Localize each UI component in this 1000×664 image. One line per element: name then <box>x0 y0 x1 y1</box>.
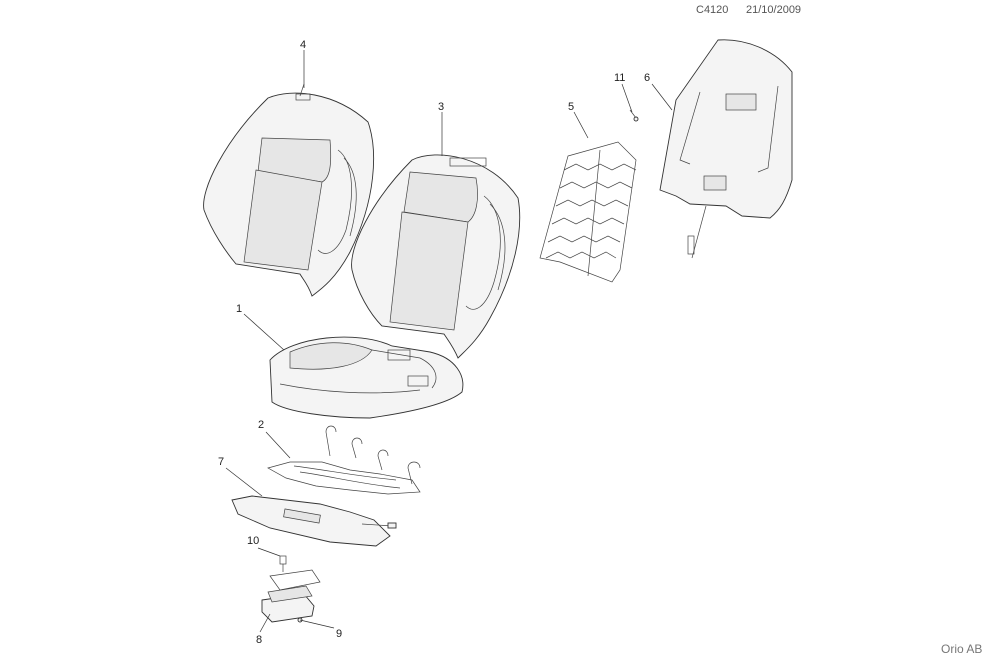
callout-2: 2 <box>258 419 264 431</box>
callout-7: 7 <box>218 456 224 468</box>
part-5-spring-mat[interactable] <box>539 141 637 283</box>
part-10-bolt[interactable] <box>279 555 287 572</box>
part-4-backrest-cover[interactable] <box>203 83 375 297</box>
part-1-seat-cushion[interactable] <box>269 336 464 419</box>
part-7-heating-pad[interactable] <box>231 495 397 547</box>
diagram-code: C4120 <box>696 4 729 16</box>
part-3-backrest[interactable] <box>351 154 521 359</box>
callout-5: 5 <box>568 101 574 113</box>
callout-4: 4 <box>300 39 306 51</box>
callout-8: 8 <box>256 634 262 646</box>
diagram-date: 21/10/2009 <box>746 4 802 16</box>
callout-10: 10 <box>247 535 259 547</box>
callout-6: 6 <box>644 72 650 84</box>
callout-1: 1 <box>236 303 242 315</box>
brand-footer: Orio AB <box>941 642 983 656</box>
callout-11: 11 <box>614 72 625 84</box>
part-2-seat-wiring[interactable] <box>267 425 421 495</box>
part-6-backrest-pad[interactable] <box>659 39 793 259</box>
part-11-screw[interactable] <box>629 109 639 122</box>
callout-9: 9 <box>336 628 342 640</box>
callout-3: 3 <box>438 101 444 113</box>
part-8-control-module[interactable] <box>261 569 321 623</box>
